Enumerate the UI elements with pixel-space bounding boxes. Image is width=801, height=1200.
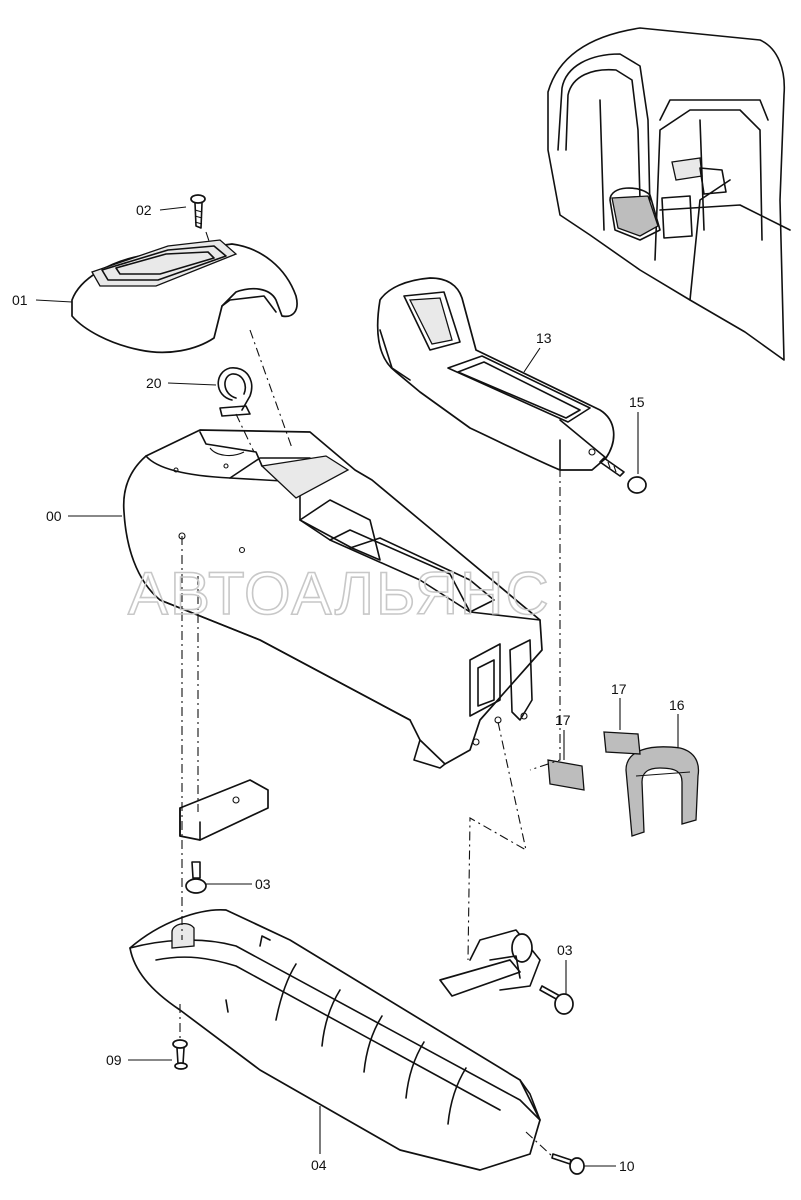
part-10-screw <box>551 1153 585 1175</box>
part-04-bottom-tray <box>129 908 541 1171</box>
part-02-screw <box>190 194 206 229</box>
part-20-clamp <box>217 367 253 417</box>
part-09-screw <box>172 1039 188 1070</box>
callout-20: 20 <box>146 375 162 391</box>
callout-03-right: 03 <box>557 942 573 958</box>
watermark-text: АВТОАЛЬЯНС <box>128 560 551 627</box>
mounting-bracket <box>179 779 269 841</box>
callout-02: 02 <box>136 202 152 218</box>
callout-04: 04 <box>311 1157 327 1173</box>
callout-00: 00 <box>46 508 62 524</box>
callout-15: 15 <box>629 394 645 410</box>
callout-17-lower: 17 <box>555 712 571 728</box>
callout-17-upper: 17 <box>611 681 627 697</box>
part-03-bolt-right <box>539 985 574 1015</box>
assembly-lines <box>179 231 561 1157</box>
callout-labels: 02 01 20 00 13 15 17 17 16 03 03 09 04 1… <box>12 202 685 1174</box>
callout-10: 10 <box>619 1158 635 1174</box>
callout-03-left: 03 <box>255 876 271 892</box>
pivot-bracket <box>439 929 541 997</box>
part-17-pads <box>547 731 641 791</box>
callout-13: 13 <box>536 330 552 346</box>
callout-01: 01 <box>12 292 28 308</box>
callout-09: 09 <box>106 1052 122 1068</box>
part-03-bolt-left <box>185 861 207 894</box>
leader-lines <box>35 206 679 1167</box>
part-01-top-cover <box>71 239 298 354</box>
callout-16: 16 <box>669 697 685 713</box>
part-15-screw <box>599 457 647 494</box>
part-16-u-pad <box>625 746 700 837</box>
cab-inset-illustration <box>547 27 791 361</box>
part-13-armrest <box>376 277 615 471</box>
